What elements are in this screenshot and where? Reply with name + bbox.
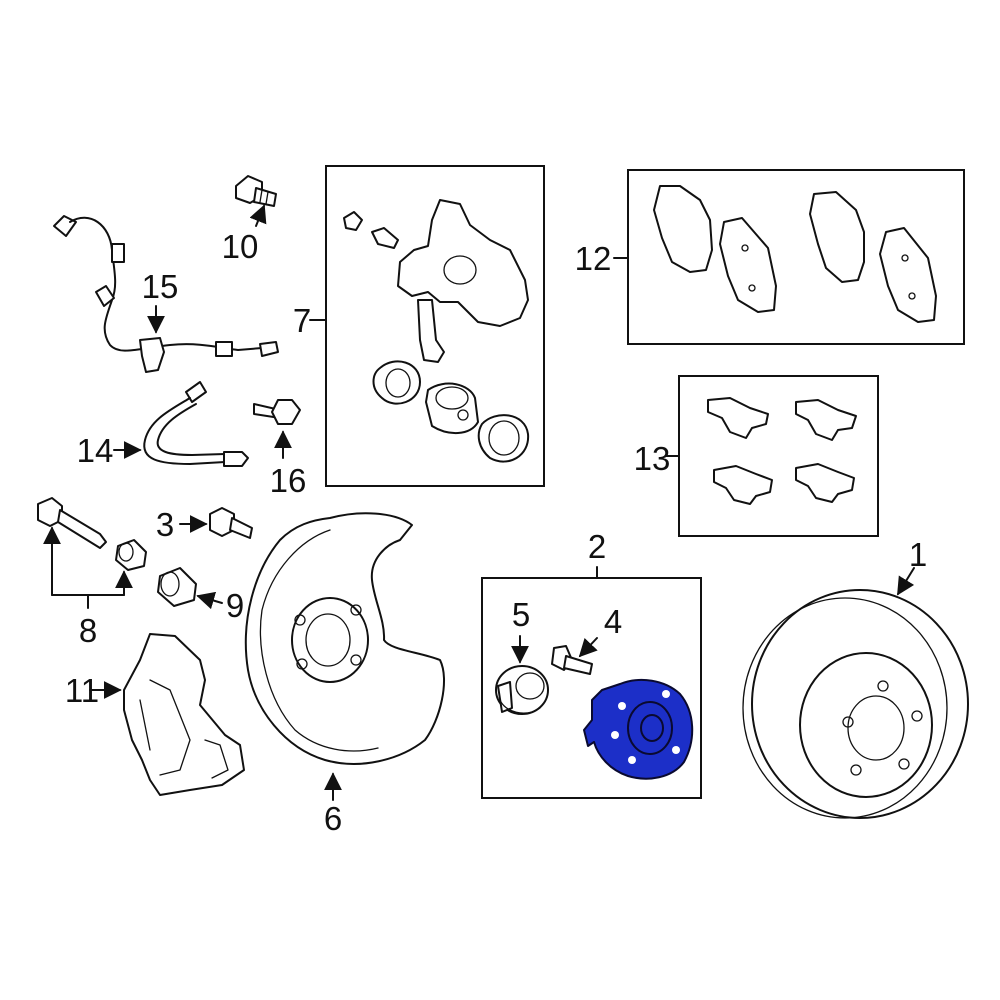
part-16-bolt[interactable]	[253, 399, 301, 425]
callout-16[interactable]: 16	[270, 462, 307, 499]
callout-3[interactable]: 3	[156, 506, 174, 543]
callout-13[interactable]: 13	[634, 440, 671, 477]
callout-11[interactable]: 11	[65, 672, 99, 709]
callout-7[interactable]: 7	[293, 302, 311, 339]
part-4-hub-highlighted[interactable]	[583, 678, 694, 780]
callout-1[interactable]: 1	[909, 536, 927, 573]
part-13-pad-clips[interactable]	[707, 397, 857, 505]
callout-4[interactable]: 4	[604, 603, 622, 640]
part-7-caliper-assembly[interactable]	[343, 199, 530, 463]
callout-14[interactable]: 14	[77, 432, 114, 469]
part-7-box	[325, 165, 545, 487]
part-2-box	[481, 577, 702, 799]
part-12-brake-pads[interactable]	[653, 185, 937, 323]
part-4-bolt[interactable]	[551, 645, 593, 675]
callout-5[interactable]: 5	[512, 596, 530, 633]
part-10-bolt[interactable]	[235, 175, 277, 207]
part-6-dust-shield[interactable]	[244, 512, 446, 765]
callout-15[interactable]: 15	[142, 268, 179, 305]
callout-10[interactable]: 10	[222, 228, 259, 265]
callout-8[interactable]: 8	[79, 612, 97, 649]
part-5-bearing[interactable]	[495, 665, 549, 715]
part-9-boot[interactable]	[157, 567, 197, 607]
leader-lines	[43, 204, 915, 801]
callout-6[interactable]: 6	[324, 800, 342, 837]
callout-9[interactable]: 9	[226, 587, 244, 624]
part-8-guide-pin[interactable]	[37, 497, 147, 571]
part-3-bolt[interactable]	[209, 507, 253, 539]
part-14-brake-hose[interactable]	[143, 381, 249, 467]
callout-12[interactable]: 12	[575, 240, 612, 277]
part-11-caliper-bracket[interactable]	[123, 633, 245, 796]
callout-labels: 1 2 3 4 5 6 7 8 9 10 11 12 13 14 15 16	[65, 228, 927, 837]
callout-2[interactable]: 2	[588, 528, 606, 565]
part-1-rotor[interactable]	[742, 589, 969, 819]
part-15-sensor-wire[interactable]	[53, 215, 279, 373]
